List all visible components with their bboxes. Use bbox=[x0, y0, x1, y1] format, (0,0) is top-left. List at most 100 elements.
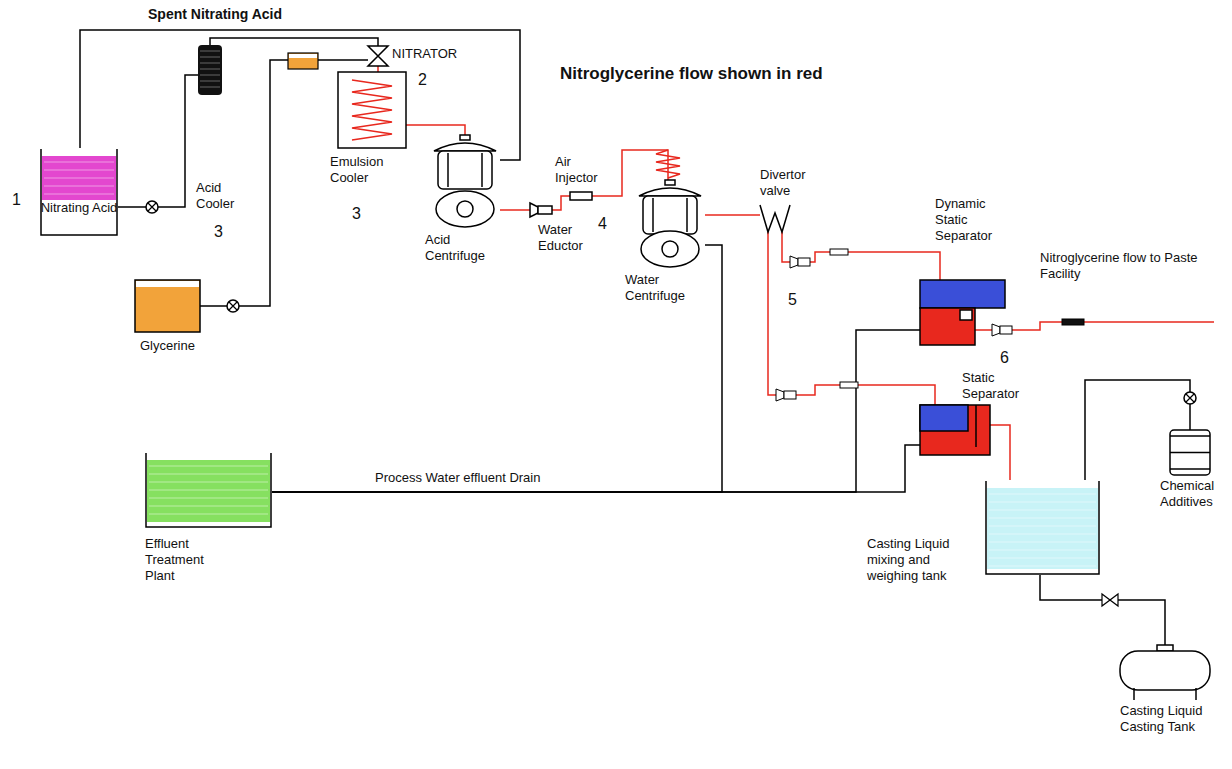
outlet-label: Nitroglycerine flow to Paste Facility bbox=[1040, 250, 1210, 281]
callout-number: 4 bbox=[598, 214, 618, 233]
liquid-texture bbox=[989, 510, 1096, 511]
centrifuge-inlet bbox=[665, 180, 675, 185]
equipment-shape bbox=[760, 205, 790, 232]
eductor-symbol bbox=[790, 256, 810, 268]
nitroglycerine-layer bbox=[920, 405, 990, 455]
liquid-texture bbox=[989, 542, 1096, 543]
centrifuge-motor bbox=[641, 231, 699, 267]
equipment-shape bbox=[1170, 430, 1210, 475]
liquid-fill bbox=[42, 156, 116, 200]
tank-body bbox=[135, 280, 200, 332]
equipment-label: Acid Centrifuge bbox=[425, 232, 497, 264]
liquid-texture bbox=[149, 466, 268, 467]
valve-circle bbox=[146, 201, 158, 213]
equipment-nitrator: NITRATOR bbox=[368, 46, 388, 66]
equipment-label: Dynamic Static Separator bbox=[935, 196, 1015, 244]
cooler-fin bbox=[200, 57, 220, 58]
liquid-fill bbox=[147, 460, 270, 522]
shape-group bbox=[530, 203, 552, 217]
diagram-title: Nitroglycerine flow shown in red bbox=[560, 64, 823, 84]
cooling-coil bbox=[656, 150, 680, 178]
equipment-shape bbox=[40, 148, 118, 236]
equipment-mix: Casting Liquid mixing and weighing tank bbox=[985, 480, 1100, 575]
eductor-body bbox=[784, 391, 796, 399]
pipe-connector bbox=[272, 445, 920, 492]
pipe-connector bbox=[210, 38, 378, 46]
callout-number: 5 bbox=[788, 290, 808, 309]
pipe-connector bbox=[705, 214, 760, 216]
pipe-connector bbox=[768, 232, 935, 405]
bowl-rib bbox=[481, 153, 483, 187]
valve-cross bbox=[1186, 394, 1194, 402]
callout-number: 6 bbox=[1000, 348, 1020, 367]
equipment-injector: Air Injector bbox=[570, 192, 592, 200]
eductor-nozzle bbox=[992, 324, 1000, 336]
equipment-hcyl: Casting Liquid Casting Tank bbox=[1120, 645, 1210, 700]
centrifuge-dome bbox=[434, 143, 496, 151]
liquid-texture bbox=[44, 194, 114, 195]
callout-number: 1 bbox=[12, 190, 32, 209]
liquid-texture bbox=[44, 186, 114, 187]
liquid-texture bbox=[989, 566, 1096, 567]
valve-cross bbox=[148, 203, 156, 211]
pipe-connector bbox=[1040, 575, 1165, 645]
liquid-texture bbox=[149, 498, 268, 499]
equipment-shape bbox=[135, 280, 200, 332]
divertor-symbol bbox=[760, 205, 790, 232]
equipment-label: Emulsion Cooler bbox=[330, 154, 402, 186]
injector-body bbox=[570, 192, 592, 200]
shape-group bbox=[434, 135, 496, 227]
bowl-rib bbox=[447, 153, 449, 187]
liquid-texture bbox=[149, 506, 268, 507]
drum-band bbox=[1170, 435, 1210, 437]
pump-valve bbox=[227, 300, 239, 312]
air-injector-symbol bbox=[830, 249, 848, 255]
weir bbox=[975, 405, 977, 447]
centrifuge-dome bbox=[639, 188, 701, 196]
cooler-fin bbox=[200, 87, 220, 88]
water-layer bbox=[920, 280, 1005, 308]
centrifuge-motor bbox=[436, 191, 494, 227]
callout-number: 2 bbox=[418, 70, 438, 89]
equipment-cooler: Acid Cooler bbox=[198, 45, 222, 95]
pipe-connector bbox=[272, 330, 920, 492]
equipment-label: Chemical Additives bbox=[1160, 478, 1222, 510]
equipment-label: NITRATOR bbox=[392, 46, 472, 62]
equipment-shape bbox=[985, 480, 1100, 575]
cooler-fin bbox=[200, 63, 220, 64]
pipe-connector bbox=[80, 30, 520, 160]
eductor-body bbox=[1000, 326, 1012, 334]
shape-group bbox=[338, 72, 406, 148]
valve-circle bbox=[1184, 392, 1196, 404]
cooler-fin bbox=[200, 81, 220, 82]
shape-group bbox=[41, 149, 117, 235]
liquid-texture bbox=[44, 178, 114, 179]
shape-group bbox=[198, 45, 222, 95]
equipment-label: Casting Liquid mixing and weighing tank bbox=[867, 536, 979, 584]
additive-valve bbox=[1184, 392, 1196, 404]
pipe-connector bbox=[990, 425, 1010, 480]
pipe-connector bbox=[406, 125, 465, 135]
equipment-centrifuge: Acid Centrifuge bbox=[430, 135, 500, 228]
eductor-body bbox=[538, 206, 552, 214]
shape-group bbox=[1120, 645, 1210, 700]
cooler-fin bbox=[200, 69, 220, 70]
liquid-texture bbox=[44, 162, 114, 163]
line-label: Spent Nitrating Acid bbox=[148, 6, 348, 23]
eductor-nozzle bbox=[790, 256, 798, 268]
eductor-symbol bbox=[992, 324, 1012, 336]
cooler-fin bbox=[200, 75, 220, 76]
eductor-nozzle bbox=[776, 389, 784, 401]
callout-number: 3 bbox=[214, 222, 234, 241]
equipment-shape bbox=[368, 46, 388, 66]
shape-group bbox=[570, 192, 592, 200]
tank-hatch bbox=[1157, 645, 1173, 651]
equipment-shape bbox=[920, 405, 990, 455]
equipment-shape bbox=[198, 45, 222, 95]
equipment-label: Nitrating Acid bbox=[40, 200, 118, 216]
water-layer bbox=[920, 405, 968, 431]
